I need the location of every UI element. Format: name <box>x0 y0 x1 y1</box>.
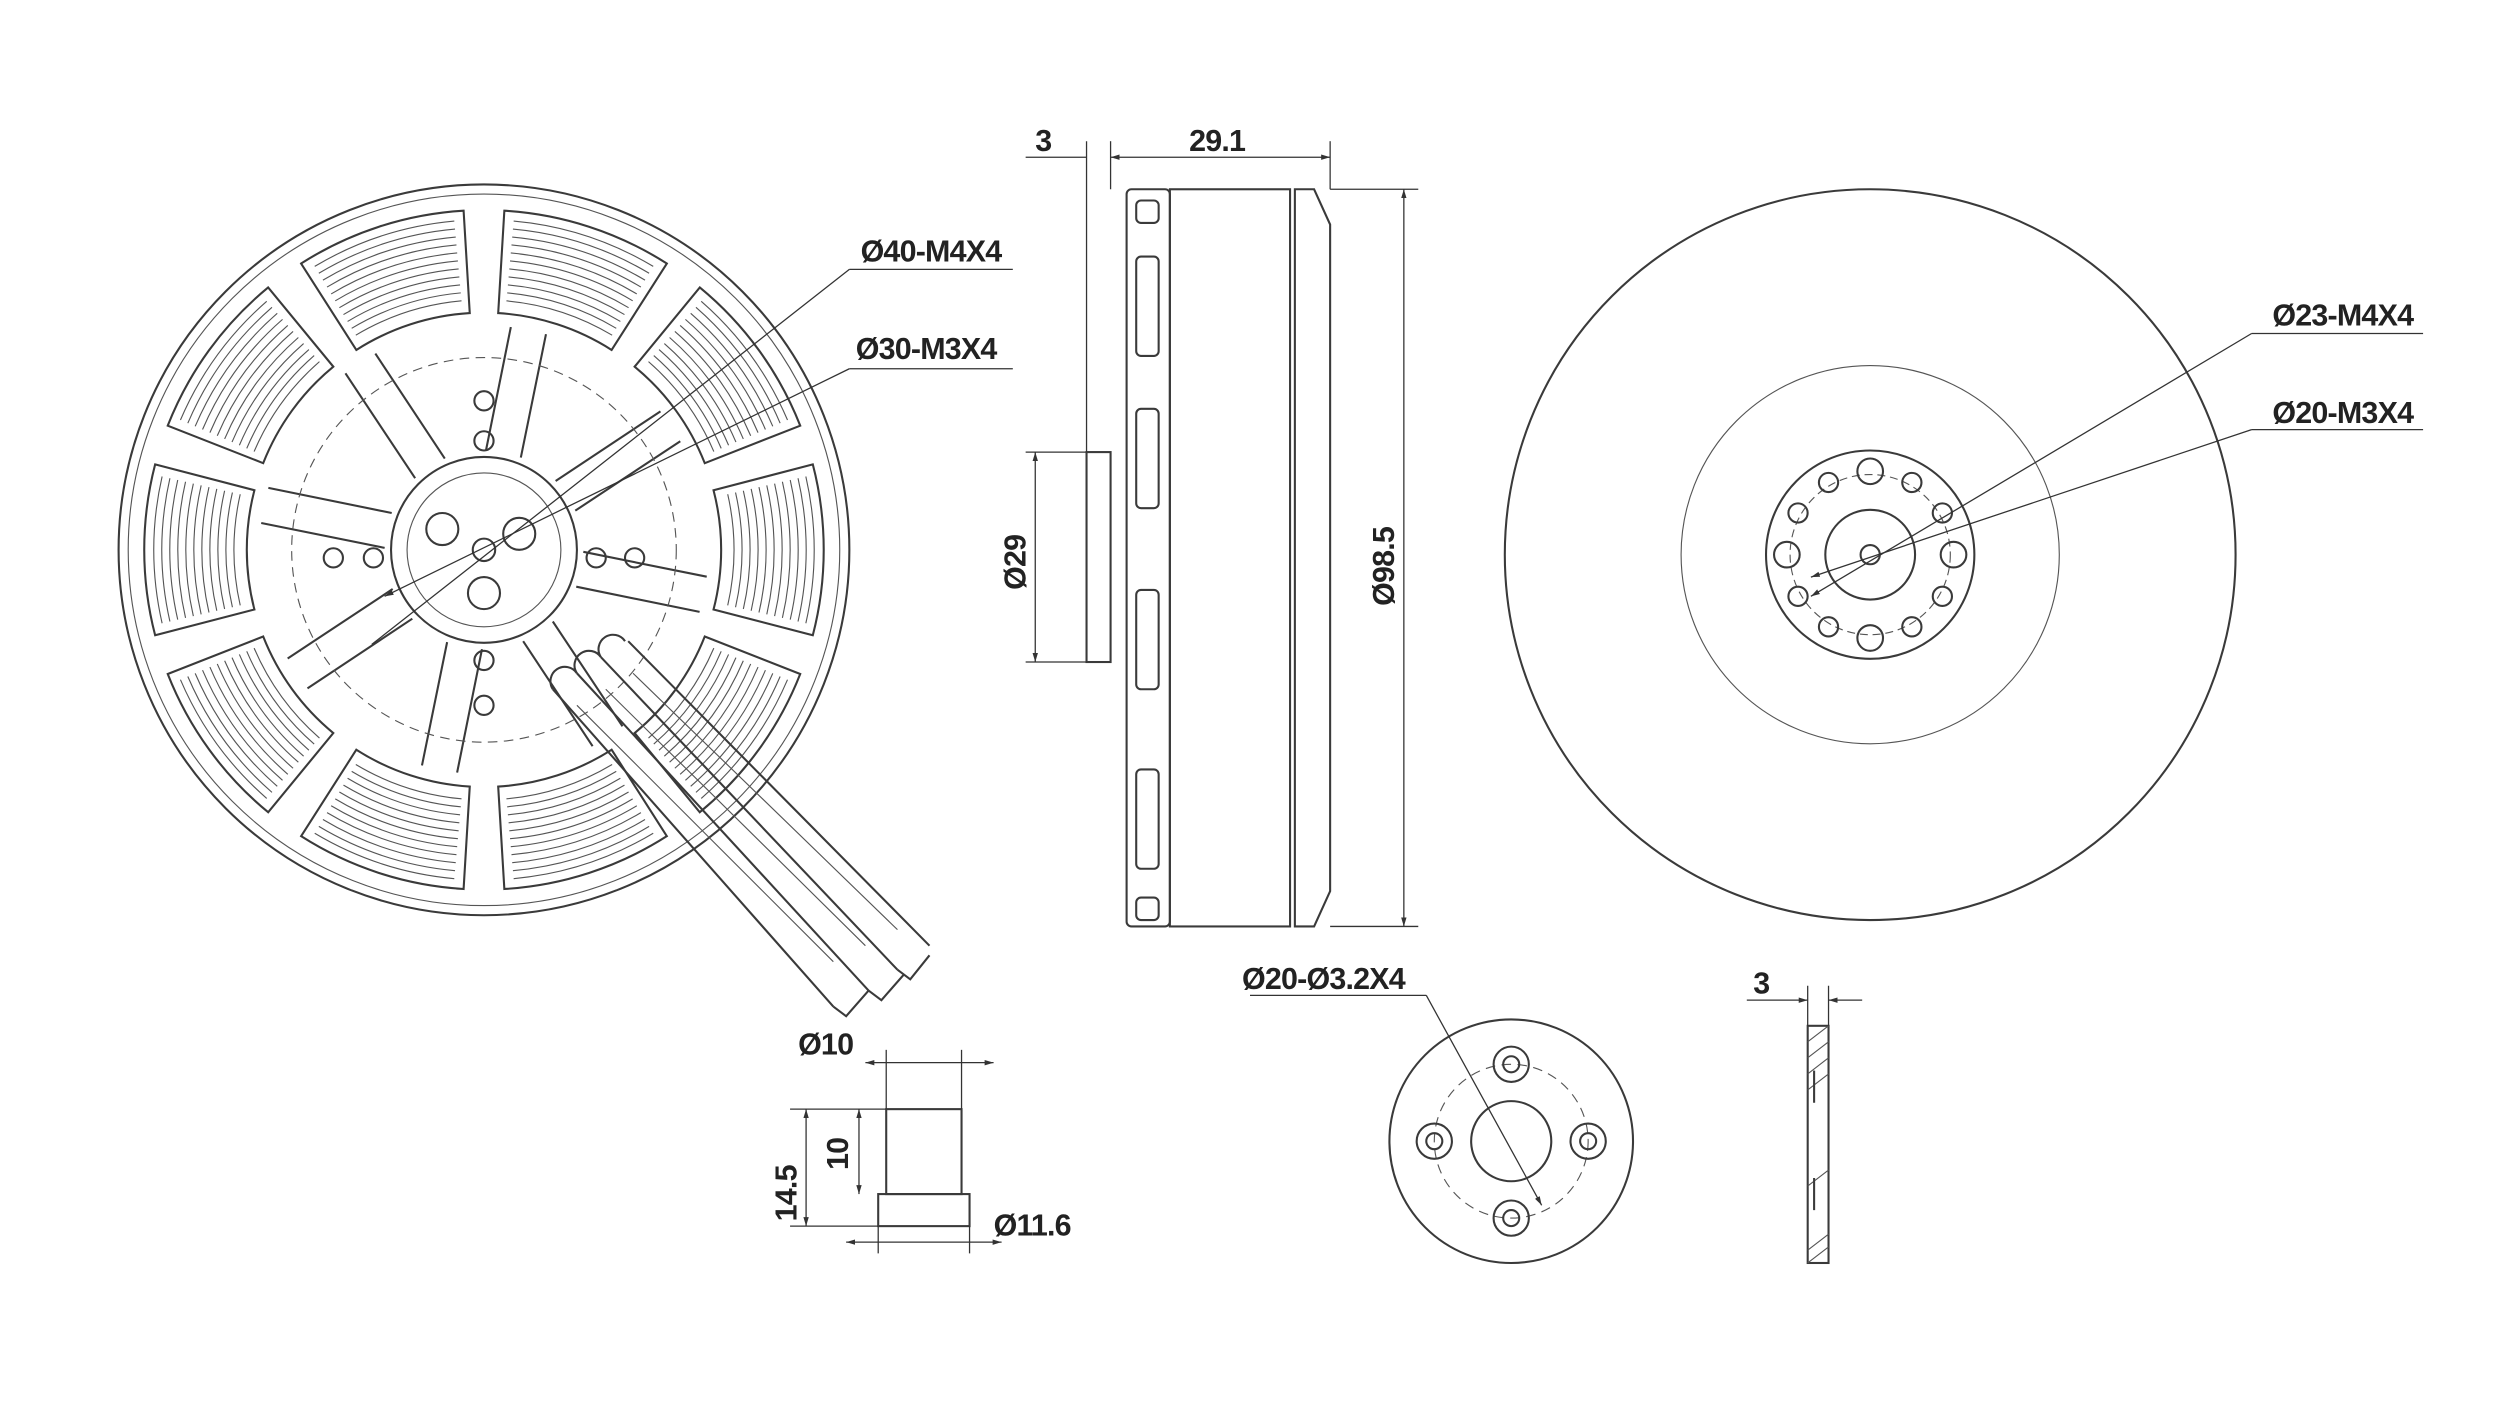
plate-bore <box>1470 1100 1553 1183</box>
rotor-step <box>1680 364 2060 745</box>
plate-hole <box>1415 1122 1453 1160</box>
stator-pad <box>299 209 471 352</box>
side-view: 3 29.1 Ø29 Ø98.5 <box>999 124 1419 928</box>
shaft-plate <box>1085 451 1112 664</box>
washer-section: 3 <box>1746 967 1863 1265</box>
rear-hole <box>1856 457 1885 486</box>
bushing-detail: Ø10 14.5 10 Ø11.6 <box>769 1028 1072 1254</box>
winding-slot <box>1135 768 1160 870</box>
rotor-cap <box>1293 188 1332 928</box>
outer-ring-inner <box>127 193 841 907</box>
lead-wires <box>549 633 931 1018</box>
mount-hole <box>623 547 646 569</box>
hub-inner <box>406 472 562 628</box>
shaft-hole <box>471 537 497 563</box>
dim-14-5: 14.5 <box>769 1164 803 1221</box>
spoke <box>261 486 392 549</box>
rear-hub <box>1764 449 1976 660</box>
rotor-outer <box>1503 188 2237 922</box>
spoke <box>420 641 484 773</box>
dim-o29: Ø29 <box>999 535 1033 590</box>
callout-o30-m3x4: Ø30-M3X4 <box>856 332 998 366</box>
callout-o20-o3-2x4: Ø20-Ø3.2X4 <box>1242 962 1406 996</box>
dim-29-1: 29.1 <box>1189 124 1246 158</box>
plate-hole <box>1569 1122 1607 1160</box>
outer-ring <box>117 183 851 917</box>
stator-pad <box>633 635 802 814</box>
plate-hole <box>1492 1045 1530 1083</box>
rear-hole <box>1901 616 1923 638</box>
callout-o23-m4x4: Ø23-M4X4 <box>2272 298 2414 332</box>
dim-10: 10 <box>821 1138 855 1170</box>
rotor-bell <box>1168 188 1292 928</box>
hub-hole <box>466 576 502 611</box>
winding-slot <box>1135 199 1160 224</box>
stator-pad <box>497 748 669 891</box>
mount-hole <box>362 547 385 569</box>
mount-hole <box>473 694 495 716</box>
spoke <box>522 620 624 747</box>
stator-pads <box>143 209 825 891</box>
winding-slot <box>1135 896 1160 922</box>
winding-slot <box>1135 407 1160 510</box>
bushing-body <box>885 1108 963 1196</box>
plate-outline <box>1388 1018 1635 1265</box>
rear-view: Ø23-M4X4 Ø20-M3X4 <box>1503 188 2424 922</box>
spoke <box>576 550 707 613</box>
stator-pad <box>497 209 669 352</box>
rear-hole <box>1931 502 1954 524</box>
mount-hole <box>473 649 495 672</box>
rear-hole <box>1931 585 1954 607</box>
spoke <box>287 588 413 690</box>
front-view: Ø40-M4X4 Ø30-M3X4 <box>117 183 1013 1018</box>
hub <box>389 455 578 644</box>
winding-slot <box>1135 255 1160 357</box>
spokes <box>261 326 707 773</box>
callout-o40-m4x4: Ø40-M4X4 <box>861 234 1003 268</box>
spoke <box>344 352 446 479</box>
stator-pad <box>299 748 471 891</box>
hub-hole <box>502 516 537 551</box>
dim-3: 3 <box>1035 124 1051 158</box>
rear-hole <box>1817 471 1840 494</box>
stator-pad <box>166 635 335 814</box>
washer-body <box>1806 1024 1830 1265</box>
mount-hole <box>473 430 495 452</box>
mount-hole <box>473 390 495 412</box>
bushing-flange <box>877 1193 971 1228</box>
plate-hole <box>1492 1199 1530 1237</box>
spoke <box>555 410 681 512</box>
mount-hole <box>322 547 344 569</box>
stator-pad <box>143 463 256 637</box>
leader-line <box>371 268 850 645</box>
mount-holes <box>322 390 646 716</box>
rear-hole <box>1787 502 1809 524</box>
rear-holes <box>1772 457 1968 652</box>
dim-o11-6: Ø11.6 <box>994 1209 1071 1243</box>
rear-hub-bore <box>1824 508 1917 601</box>
stator-pad <box>712 463 825 637</box>
rear-hole <box>1787 585 1809 607</box>
rear-hole <box>1772 540 1801 569</box>
stator-flange <box>1125 188 1171 928</box>
rear-hole <box>1901 471 1923 494</box>
spoke <box>484 326 547 458</box>
winding-slots <box>1135 199 1160 922</box>
callout-o20-m3x4: Ø20-M3X4 <box>2272 396 2414 430</box>
mount-plate: Ø20-Ø3.2X4 <box>1242 962 1635 1265</box>
winding-slot <box>1135 588 1160 691</box>
dim-o98-5: Ø98.5 <box>1367 526 1401 606</box>
rear-hole <box>1817 616 1840 638</box>
hub-hole <box>425 511 460 547</box>
mount-hole <box>585 547 607 569</box>
rear-hole <box>1856 624 1885 652</box>
stator-pad <box>166 285 335 465</box>
bolt-circle <box>291 356 677 743</box>
stator-pad <box>633 285 802 465</box>
rear-hole <box>1939 540 1968 569</box>
dim-3-washer: 3 <box>1753 967 1769 1001</box>
dim-o10: Ø10 <box>798 1028 853 1062</box>
